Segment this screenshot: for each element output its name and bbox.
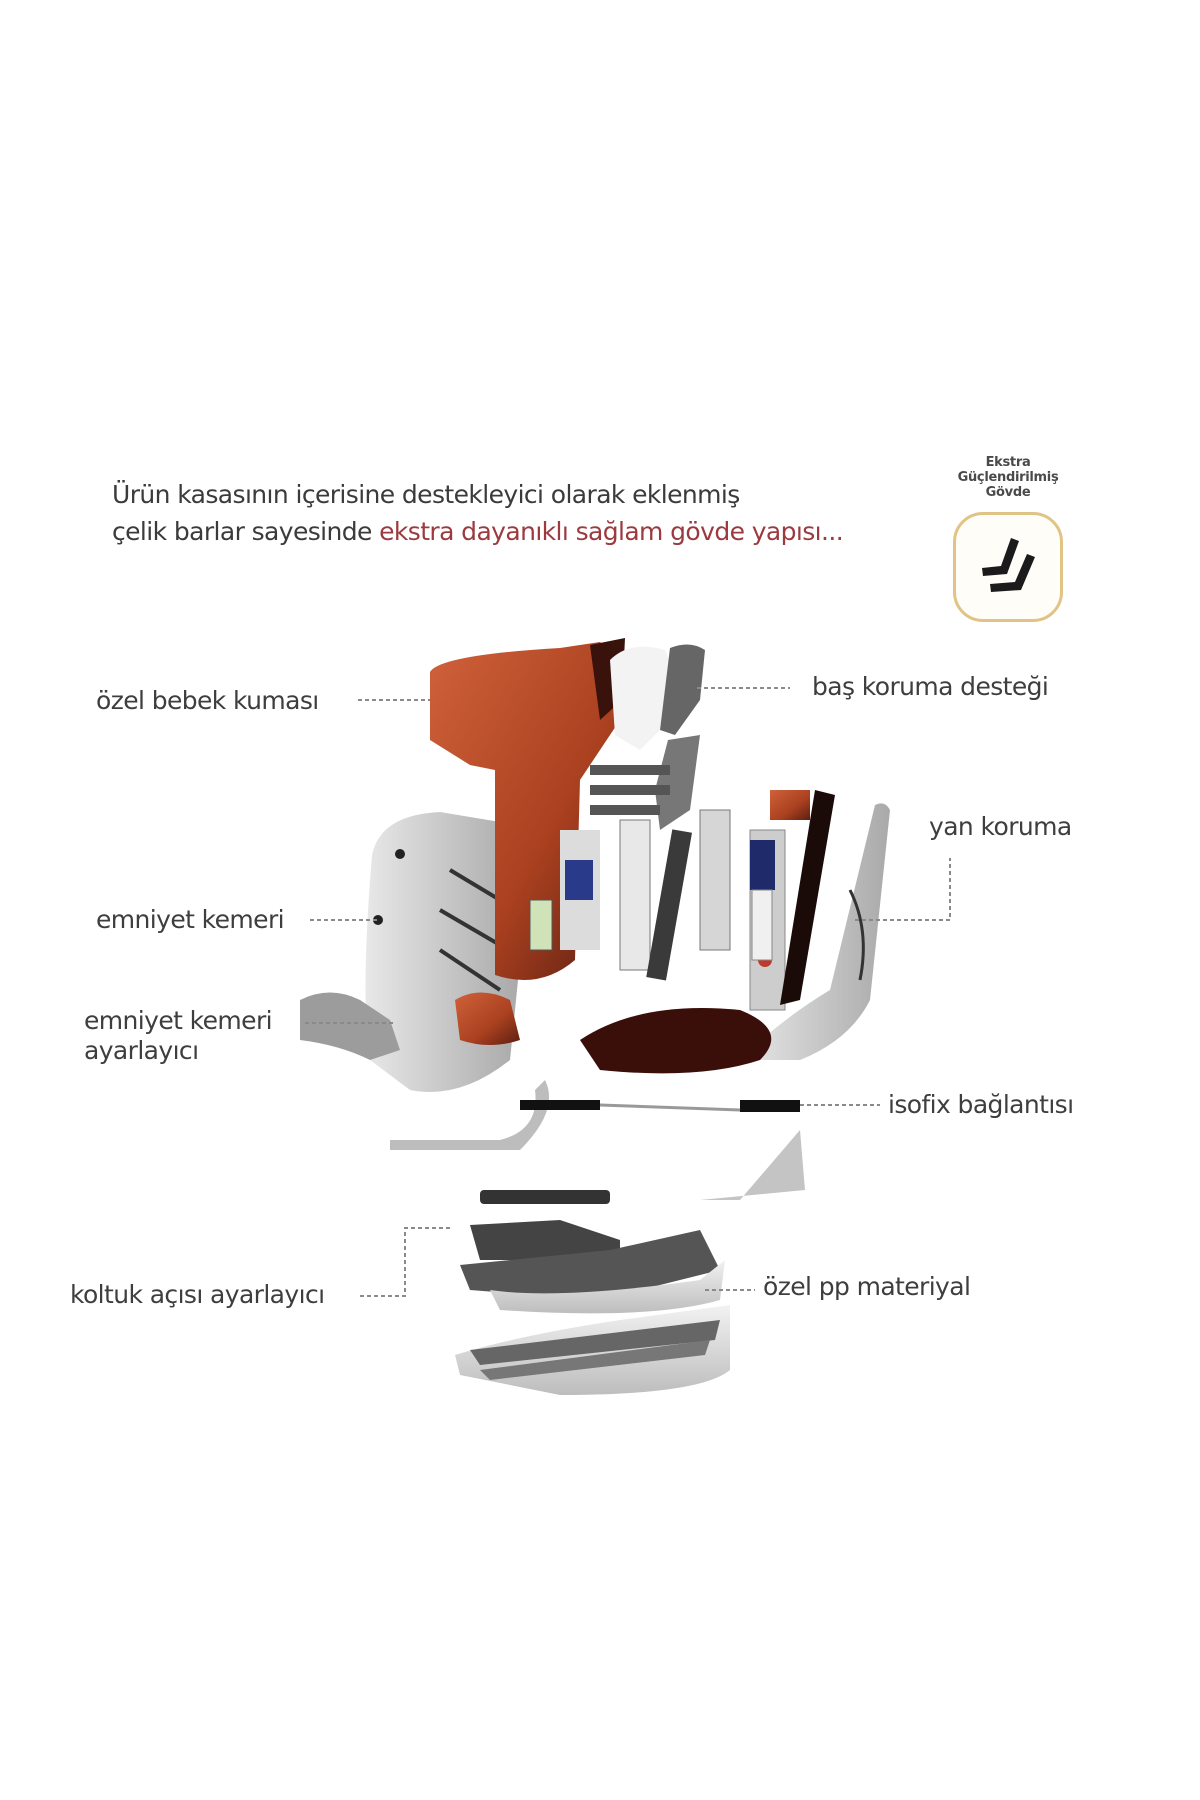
label-belt-adjuster-line-1: emniyet kemeri [84,1006,273,1035]
label-pp-material: özel pp materiyal [763,1272,971,1301]
recline-mechanism [460,1190,725,1314]
label-belt-adjuster-line-2: ayarlayıcı [84,1036,199,1065]
headline-accent: ekstra dayanıklı sağlam gövde yapısı... [379,517,844,546]
leader-side-protection [855,858,951,921]
headrest [590,644,705,830]
label-head-support: baş koruma desteği [812,672,1049,701]
label-fabric: özel bebek kuması [96,686,319,715]
badge-line-2: Güçlendirilmiş [957,470,1059,485]
badge-line-1: Ekstra [985,455,1031,470]
left-shell [300,812,520,1092]
label-belt-adjuster: emniyet kemeri ayarlayıcı [84,1006,273,1066]
headline-line-2-prefix: çelik barlar sayesinde [112,517,380,546]
headline: Ürün kasasının içerisine destekleyici ol… [112,476,912,550]
label-side-protection: yan koruma [929,812,1072,841]
pp-base [455,1305,730,1395]
reinforced-body-badge: Ekstra Güçlendirilmiş Gövde [938,455,1078,622]
label-isofix: isofix bağlantısı [888,1090,1074,1119]
headline-line-1: Ürün kasasının içerisine destekleyici ol… [112,480,740,509]
leader-recline [360,1227,450,1297]
label-recline-adjuster: koltuk açısı ayarlayıcı [70,1280,325,1309]
badge-icon-frame [953,512,1063,622]
leader-lines [305,687,951,1297]
inner-frame [529,809,786,1011]
isofix-frame [390,1080,805,1200]
label-seat-belt: emniyet kemeri [96,905,285,934]
badge-line-3: Gövde [985,485,1031,500]
reinforced-seat-icon [982,538,1035,592]
right-side-wing [740,790,890,1060]
headline-line-2: çelik barlar sayesinde ekstra dayanıklı … [112,513,912,550]
seat-cushion [455,992,772,1074]
